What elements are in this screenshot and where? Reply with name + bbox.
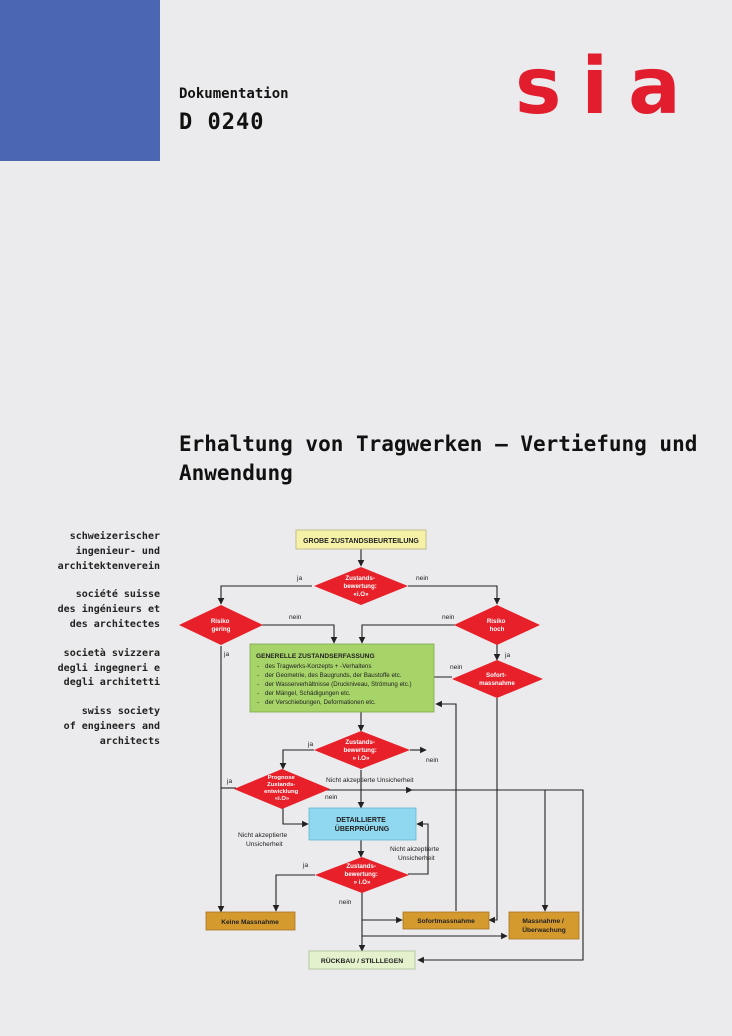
svg-text:Sofort- massnahme: Sofort- massnahme: [479, 672, 515, 687]
svg-text:DETAILLIERTE ÜBERPRÜFUNG: DETAILLIERTE ÜBERPRÜFUNG: [335, 817, 390, 833]
svg-text:Nicht akzeptierte: Nicht akzeptierte: [238, 832, 287, 839]
svg-text:Nicht akzeptierte: Nicht akzeptierte: [390, 846, 439, 853]
decision-zustandsbewertung-3: Zustands- bewertung: » i.O»: [315, 857, 409, 893]
society-fr: société suisse des ingénieurs et des arc…: [57, 589, 160, 630]
svg-text:-des Tragwerks-Konzepts + -Ver: -des Tragwerks-Konzepts + -Verhaltens -d…: [257, 663, 413, 706]
grobe-label: GROBE ZUSTANDSBEURTEILUNG: [303, 538, 419, 545]
doc-number: D 0240: [179, 110, 265, 135]
svg-text:Massnahme / Überwachung: Massnahme / Überwachung: [522, 918, 566, 934]
svg-text:nein: nein: [325, 794, 338, 801]
svg-text:Zustands- bewertung:: Zustands- bewertung: » i.O»: [344, 863, 379, 886]
svg-text:ja: ja: [307, 741, 313, 748]
decision-sofortmassnahme: Sofort- massnahme: [452, 660, 543, 698]
svg-text:Prognose Zustands-: Prognose Zustands- entwicklung «i.O»: [264, 775, 300, 802]
society-names: schweizerischer ingenieur- und architekt…: [40, 530, 160, 764]
flowchart-branch-labels: ja nein nein nein ja ja nein ja nein ja …: [223, 575, 510, 906]
doc-label: Dokumentation: [179, 86, 289, 102]
keine-massnahme-box: Keine Massnahme: [205, 911, 296, 931]
svg-text:ja: ja: [302, 862, 308, 869]
society-en: swiss society of engineers and architect…: [63, 706, 160, 747]
svg-text:ja: ja: [504, 652, 510, 659]
svg-text:Sofortmassnahme: Sofortmassnahme: [417, 918, 475, 925]
svg-text:nein: nein: [442, 614, 455, 621]
svg-text:nein: nein: [339, 899, 352, 906]
svg-text:Keine Massnahme: Keine Massnahme: [221, 919, 279, 926]
decision-risiko-hoch: Risiko hoch: [454, 605, 540, 645]
massnahme-ueberwachung-box: Massnahme / Überwachung: [508, 911, 580, 940]
svg-text:nein: nein: [426, 757, 439, 764]
svg-text:Zustands- bewertung:: Zustands- bewertung: «i.O»: [343, 575, 378, 598]
svg-text:RÜCKBAU / STILLLEGEN: RÜCKBAU / STILLLEGEN: [321, 956, 403, 965]
sofortmassnahme-box: Sofortmassnahme: [402, 911, 490, 930]
grobe-zustandsbeurteilung-box: GROBE ZUSTANDSBEURTEILUNG: [295, 529, 427, 550]
svg-text:nein: nein: [416, 575, 429, 582]
decision-prognose: Prognose Zustands- entwicklung «i.O»: [234, 769, 330, 809]
blue-color-block: [0, 0, 160, 161]
society-de: schweizerischer ingenieur- und architekt…: [57, 531, 160, 572]
rueckbau-stilllegen-box: RÜCKBAU / STILLLEGEN: [308, 950, 416, 970]
generelle-zustandserfassung-box: GENERELLE ZUSTANDSERFASSUNG -des Tragwer…: [249, 643, 435, 713]
svg-text:Unsicherheit: Unsicherheit: [246, 841, 283, 848]
sia-logo: sia: [515, 42, 701, 132]
svg-text:ja: ja: [226, 778, 232, 785]
decision-zustandsbewertung-1: Zustands- bewertung: «i.O»: [314, 567, 408, 605]
flowchart-connectors: [217, 549, 584, 964]
svg-text:ja: ja: [223, 651, 229, 658]
svg-text:Risiko hoch: Risiko hoch: [487, 618, 507, 633]
generelle-title: GENERELLE ZUSTANDSERFASSUNG: [256, 653, 375, 660]
society-it: società svizzera degli ingegneri e degli…: [57, 647, 160, 689]
svg-text:ja: ja: [296, 575, 302, 582]
svg-text:Zustands- bewertung:: Zustands- bewertung: » i.O»: [343, 739, 378, 762]
decision-zustandsbewertung-2: Zustands- bewertung: » i.O»: [314, 731, 410, 769]
document-title: Erhaltung von Tragwerken – Vertiefung un…: [179, 432, 698, 485]
svg-text:Risiko gering: Risiko gering: [211, 618, 231, 633]
decision-risiko-gering: Risiko gering: [179, 605, 263, 645]
svg-text:Nicht akzeptierte Unsicherheit: Nicht akzeptierte Unsicherheit: [326, 777, 414, 784]
svg-text:nein: nein: [450, 664, 463, 671]
svg-text:Unsicherheit: Unsicherheit: [398, 855, 435, 862]
svg-text:nein: nein: [289, 614, 302, 621]
detaillierte-ueberpruefung-box: DETAILLIERTE ÜBERPRÜFUNG: [308, 807, 417, 841]
